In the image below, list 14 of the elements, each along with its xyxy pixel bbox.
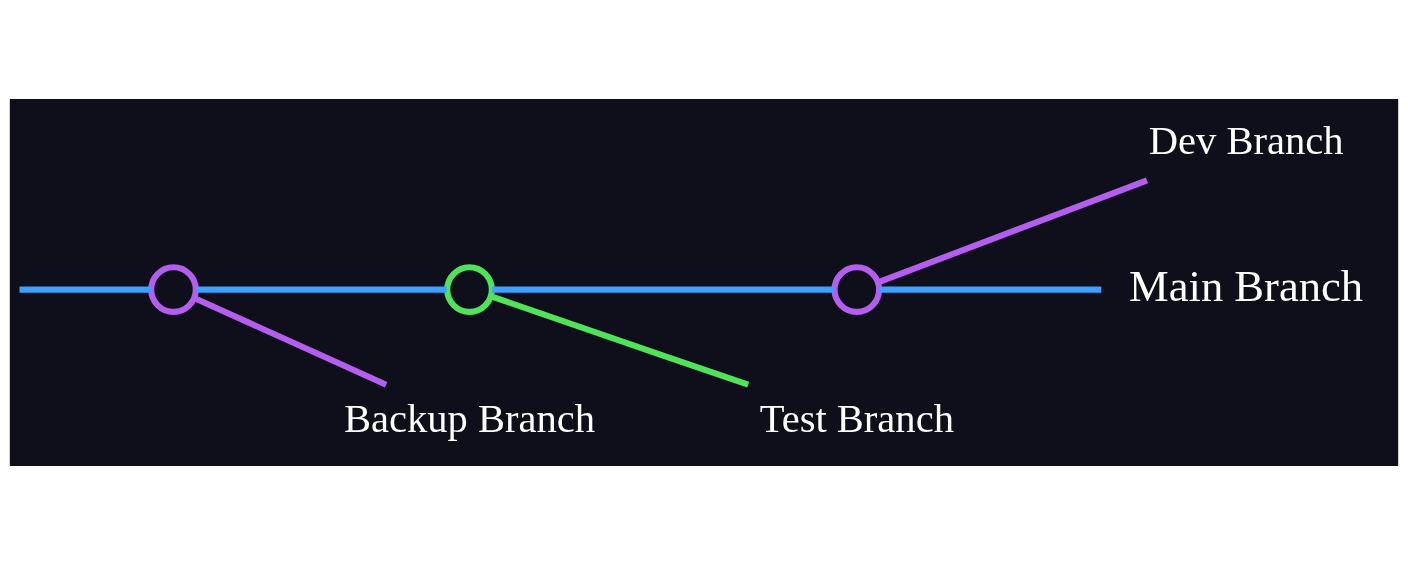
node-text: Dev Branch	[1148, 117, 1344, 163]
node-circle	[831, 263, 883, 315]
node-circle	[444, 263, 495, 315]
connector	[193, 294, 388, 387]
connector	[879, 286, 1102, 293]
node-text: Test Branch	[759, 395, 954, 441]
connector	[876, 177, 1149, 285]
node-circle	[148, 263, 199, 315]
node-text: Backup Branch	[343, 395, 596, 441]
connector	[492, 286, 835, 293]
node-text: Main Branch	[1129, 260, 1364, 311]
connector	[19, 286, 151, 293]
connector	[196, 286, 447, 293]
connector	[490, 292, 750, 388]
